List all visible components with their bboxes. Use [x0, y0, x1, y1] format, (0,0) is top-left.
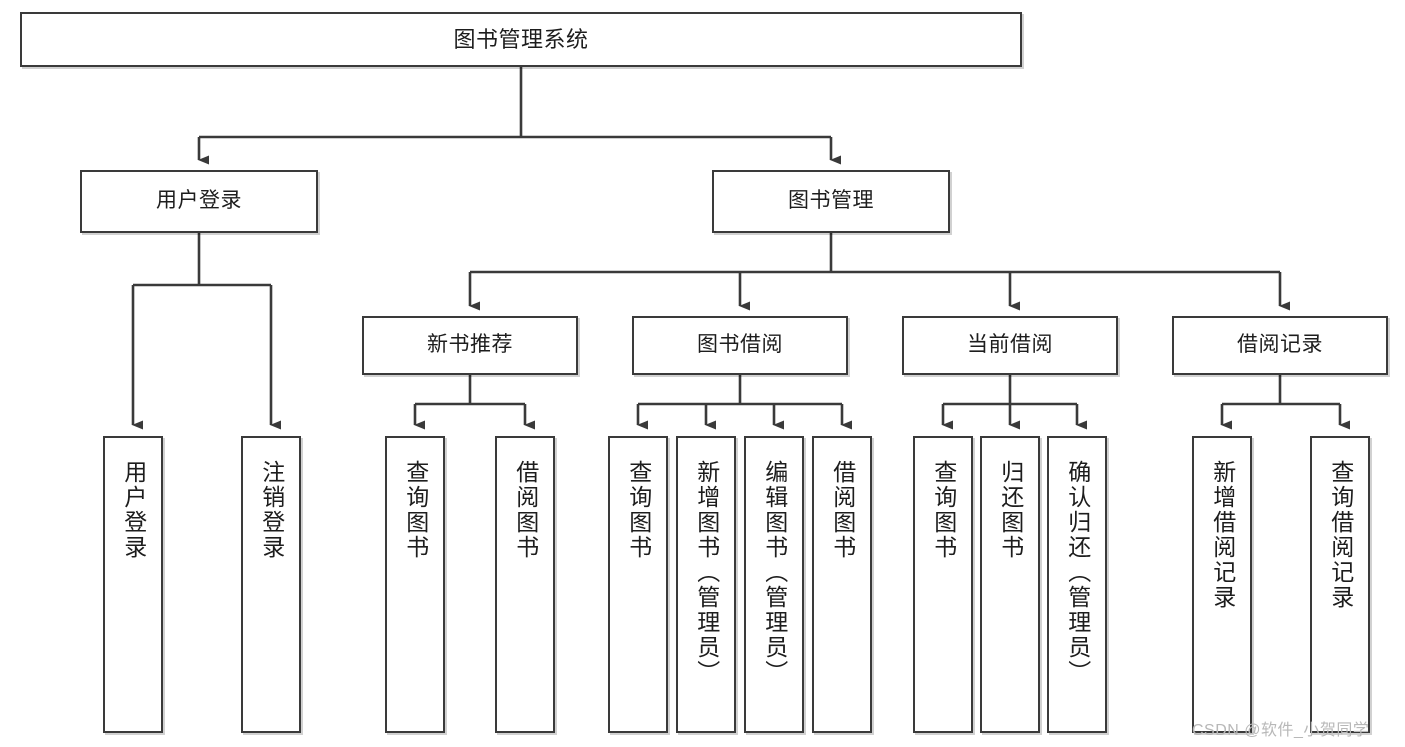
leaf-borrow-record-2[interactable]: 查询借阅记录	[1310, 436, 1370, 733]
node-book-borrow-label: 图书借阅	[697, 333, 783, 357]
leaf-book-borrow-3-label: 编辑图书（管理员）	[761, 460, 788, 685]
node-user-login[interactable]: 用户登录	[80, 170, 318, 233]
leaf-current-borrow-2-label: 归还图书	[997, 460, 1024, 560]
node-current-borrow[interactable]: 当前借阅	[902, 316, 1118, 375]
leaf-borrow-record-1-label: 新增借阅记录	[1209, 460, 1236, 610]
node-user-login-label: 用户登录	[156, 189, 242, 213]
node-book-manage[interactable]: 图书管理	[712, 170, 950, 233]
leaf-book-borrow-2[interactable]: 新增图书（管理员）	[676, 436, 736, 733]
node-book-manage-label: 图书管理	[788, 189, 874, 213]
leaf-current-borrow-3-label: 确认归还（管理员）	[1064, 460, 1091, 685]
leaf-new-book-rec-2[interactable]: 借阅图书	[495, 436, 555, 733]
leaf-borrow-record-1[interactable]: 新增借阅记录	[1192, 436, 1252, 733]
node-borrow-record-label: 借阅记录	[1237, 333, 1323, 357]
node-new-book-rec-label: 新书推荐	[427, 333, 513, 357]
leaf-current-borrow-2[interactable]: 归还图书	[980, 436, 1040, 733]
leaf-borrow-record-2-label: 查询借阅记录	[1327, 460, 1354, 610]
leaf-user-login-2[interactable]: 注销登录	[241, 436, 301, 733]
node-current-borrow-label: 当前借阅	[967, 333, 1053, 357]
leaf-user-login-2-label: 注销登录	[258, 460, 285, 560]
leaf-user-login-1[interactable]: 用户登录	[103, 436, 163, 733]
leaf-book-borrow-1[interactable]: 查询图书	[608, 436, 668, 733]
leaf-current-borrow-3[interactable]: 确认归还（管理员）	[1047, 436, 1107, 733]
leaf-book-borrow-2-label: 新增图书（管理员）	[693, 460, 720, 685]
leaf-current-borrow-1[interactable]: 查询图书	[913, 436, 973, 733]
leaf-book-borrow-4[interactable]: 借阅图书	[812, 436, 872, 733]
leaf-book-borrow-3[interactable]: 编辑图书（管理员）	[744, 436, 804, 733]
node-new-book-rec[interactable]: 新书推荐	[362, 316, 578, 375]
node-borrow-record[interactable]: 借阅记录	[1172, 316, 1388, 375]
leaf-book-borrow-4-label: 借阅图书	[829, 460, 856, 560]
leaf-new-book-rec-1[interactable]: 查询图书	[385, 436, 445, 733]
leaf-current-borrow-1-label: 查询图书	[930, 460, 957, 560]
leaf-new-book-rec-1-label: 查询图书	[402, 460, 429, 560]
node-root-label: 图书管理系统	[453, 26, 589, 52]
node-book-borrow[interactable]: 图书借阅	[632, 316, 848, 375]
leaf-book-borrow-1-label: 查询图书	[625, 460, 652, 560]
leaf-user-login-1-label: 用户登录	[120, 460, 147, 560]
node-root[interactable]: 图书管理系统	[20, 12, 1022, 67]
leaf-new-book-rec-2-label: 借阅图书	[512, 460, 539, 560]
